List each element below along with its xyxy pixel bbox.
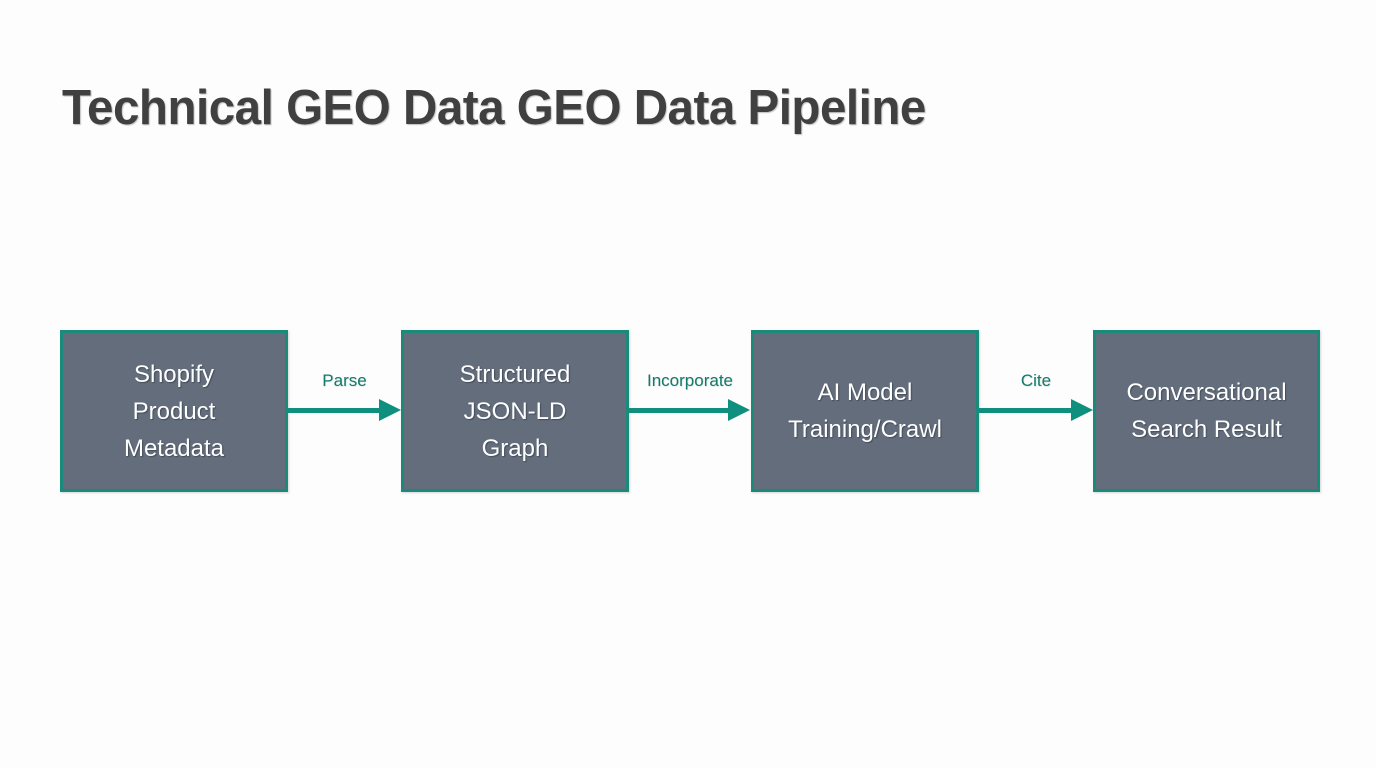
arrow-head-icon [728, 399, 750, 421]
flow-edge-label: Parse [322, 371, 367, 390]
flow-node-conversational-search-result[interactable]: Conversational Search Result [1093, 330, 1320, 492]
pipeline-flow: Shopify Product Metadata Parse Structure… [0, 330, 1376, 492]
arrow-line-icon [288, 408, 380, 413]
arrow-head-icon [379, 399, 401, 421]
page-title: Technical GEO Data GEO Data Pipeline [62, 81, 926, 135]
flow-node-label: Shopify Product Metadata [123, 360, 225, 462]
flow-node-label: AI Model Training/Crawl [788, 379, 942, 443]
flow-node-label: Structured JSON-LD Graph [459, 360, 571, 462]
flow-edge-label: Cite [1020, 371, 1052, 390]
arrow-head-icon [1071, 399, 1093, 421]
flow-node-structured-json-ld-graph[interactable]: Structured JSON-LD Graph [401, 330, 629, 492]
flow-edge-parse: Parse [288, 330, 401, 492]
flow-edge-cite: Cite [979, 330, 1093, 492]
flow-node-label: Conversational Search Result [1126, 379, 1287, 443]
flow-node-ai-model-training-crawl[interactable]: AI Model Training/Crawl [751, 330, 979, 492]
arrow-line-icon [629, 408, 729, 413]
flow-edge-incorporate: Incorporate [629, 330, 751, 492]
flow-node-shopify-product-metadata[interactable]: Shopify Product Metadata [60, 330, 288, 492]
arrow-line-icon [979, 408, 1072, 413]
flow-edge-label: Incorporate [647, 371, 733, 390]
